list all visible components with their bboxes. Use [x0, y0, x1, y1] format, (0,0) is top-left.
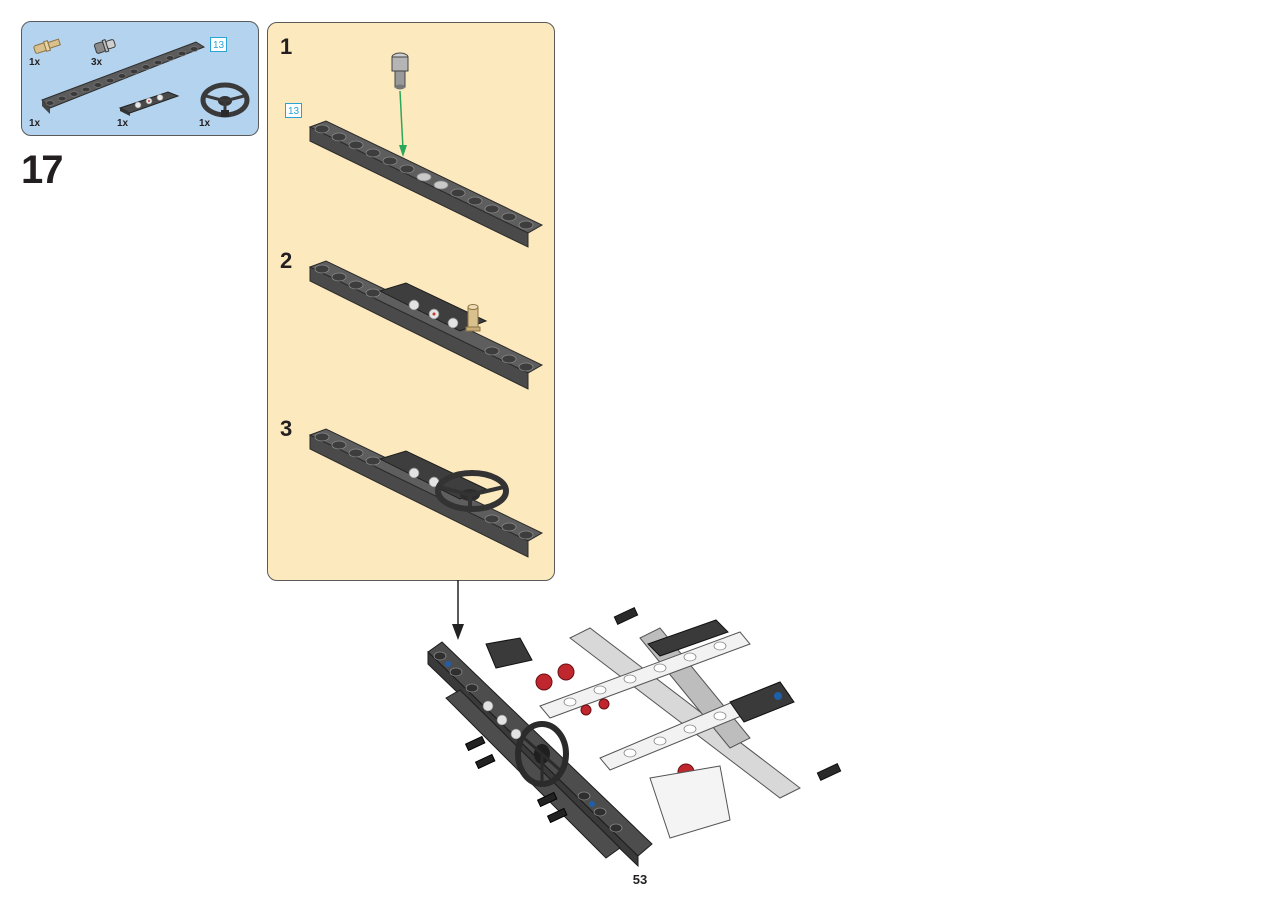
- substep-number: 1: [280, 34, 293, 59]
- dark-grey-beam-13-icon: [41, 41, 206, 114]
- grey-bush-pin-icon: [93, 39, 116, 54]
- tan-axle-pin-icon: [33, 38, 61, 54]
- parts-list-panel: 1x 3x 13 1x 1x: [21, 21, 259, 136]
- beam-length-badge: 13: [285, 103, 302, 118]
- substep-1-illustration: [308, 52, 544, 248]
- model-assembly-illustration: [427, 607, 842, 868]
- steering-wheel-icon: [435, 470, 509, 512]
- steering-wheel-icon: [515, 721, 569, 787]
- substep-number: 3: [280, 416, 293, 441]
- insert-arrow: [399, 90, 404, 150]
- substep-number: 2: [280, 248, 293, 273]
- step-number: 17: [21, 148, 63, 192]
- substep-2-illustration: [308, 260, 544, 390]
- part-quantity: 3x: [91, 57, 103, 68]
- beam-length-badge: 13: [210, 37, 227, 52]
- steering-wheel-icon: [200, 82, 250, 118]
- tan-axle-pin-icon: [465, 304, 481, 332]
- dashboard-tile-icon: [118, 91, 180, 116]
- grey-bush-pin-icon: [391, 52, 409, 90]
- part-quantity: 1x: [117, 118, 129, 129]
- substep-3-illustration: [308, 428, 544, 558]
- page-number: 53: [632, 872, 648, 887]
- sub-assembly-callout: 1 13 2: [267, 22, 555, 581]
- part-quantity: 1x: [199, 118, 211, 129]
- callout-connector-arrow: [452, 580, 464, 640]
- part-quantity: 1x: [29, 57, 41, 68]
- part-quantity: 1x: [29, 118, 41, 129]
